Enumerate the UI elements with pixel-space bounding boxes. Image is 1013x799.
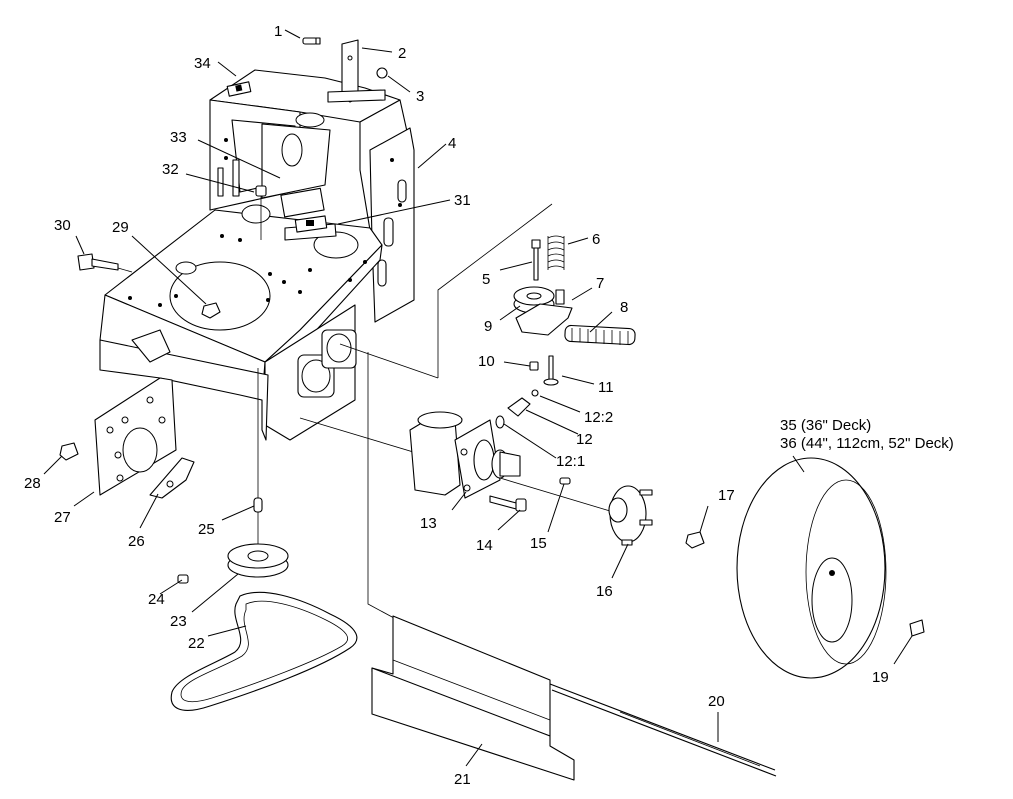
key-25 [253,497,263,513]
label-wheel-36: 36 (44", 112cm, 52" Deck) [780,435,954,452]
screw-1 [302,37,321,45]
label-19: 19 [872,669,889,686]
deck-holes [128,138,402,307]
label-33: 33 [170,129,187,146]
plate-27 [94,377,177,496]
label-21: 21 [454,771,471,788]
label-1: 1 [274,23,282,40]
fitting-12 [507,397,531,417]
label-4: 4 [448,135,456,152]
label-3: 3 [416,88,424,105]
shield-centerline [367,352,395,619]
label-26: 26 [128,533,145,550]
bolt-5 [531,239,541,281]
label-29: 29 [112,219,129,236]
oring-12-1 [495,415,505,429]
label-9: 9 [484,318,492,335]
nut-32 [255,185,267,240]
pulley-23 [227,543,289,578]
cap-19 [909,619,925,637]
idler-arm-7 [515,289,573,336]
label-14: 14 [476,537,493,554]
label-2: 2 [398,45,406,62]
label-28: 28 [24,475,41,492]
label-wheel-35: 35 (36" Deck) [780,417,871,434]
shield-21 [371,615,575,781]
label-12: 12 [576,431,593,448]
bracket-26 [149,457,195,499]
motor-13 [409,411,521,499]
idler-outline [437,203,553,378]
nut-10 [529,361,539,371]
label-27: 27 [54,509,71,526]
leader-lines [43,29,913,767]
spring-6 [547,235,565,270]
wheel-35-36 [736,457,887,679]
label-7: 7 [596,275,604,292]
seal-12-2 [531,389,539,397]
label-32: 32 [162,161,179,178]
label-16: 16 [596,583,613,600]
label-22: 22 [188,635,205,652]
belt-22 [170,591,358,711]
nut-3 [376,67,388,79]
spring-8 [564,324,636,346]
nut-17 [685,531,705,549]
label-5: 5 [482,271,490,288]
label-25: 25 [198,521,215,538]
label-30: 30 [54,217,71,234]
nut-29 [201,302,221,319]
label-20: 20 [708,693,725,710]
label-11: 11 [598,379,614,396]
label-17: 17 [718,487,735,504]
label-8: 8 [620,299,628,316]
part-labels: 1 2 3 4 5 6 7 8 9 10 11 12:2 12 12:1 13 … [24,23,954,788]
pin-11 [543,355,559,386]
nut-28 [59,442,79,461]
rod-20 [549,683,777,777]
label-31: 31 [454,192,471,209]
label-12-1: 12:1 [556,453,585,470]
bolt-14 [489,495,527,512]
label-6: 6 [592,231,600,248]
key-15 [559,477,571,485]
bracket-2 [327,39,386,103]
label-13: 13 [420,515,437,532]
label-34: 34 [194,55,211,72]
label-23: 23 [170,613,187,630]
label-24: 24 [148,591,165,608]
label-10: 10 [478,353,495,370]
hub-16 [608,485,653,546]
main-frame [99,69,415,441]
bolt-30 [77,253,133,273]
label-15: 15 [530,535,547,552]
label-12-2: 12:2 [584,409,613,426]
